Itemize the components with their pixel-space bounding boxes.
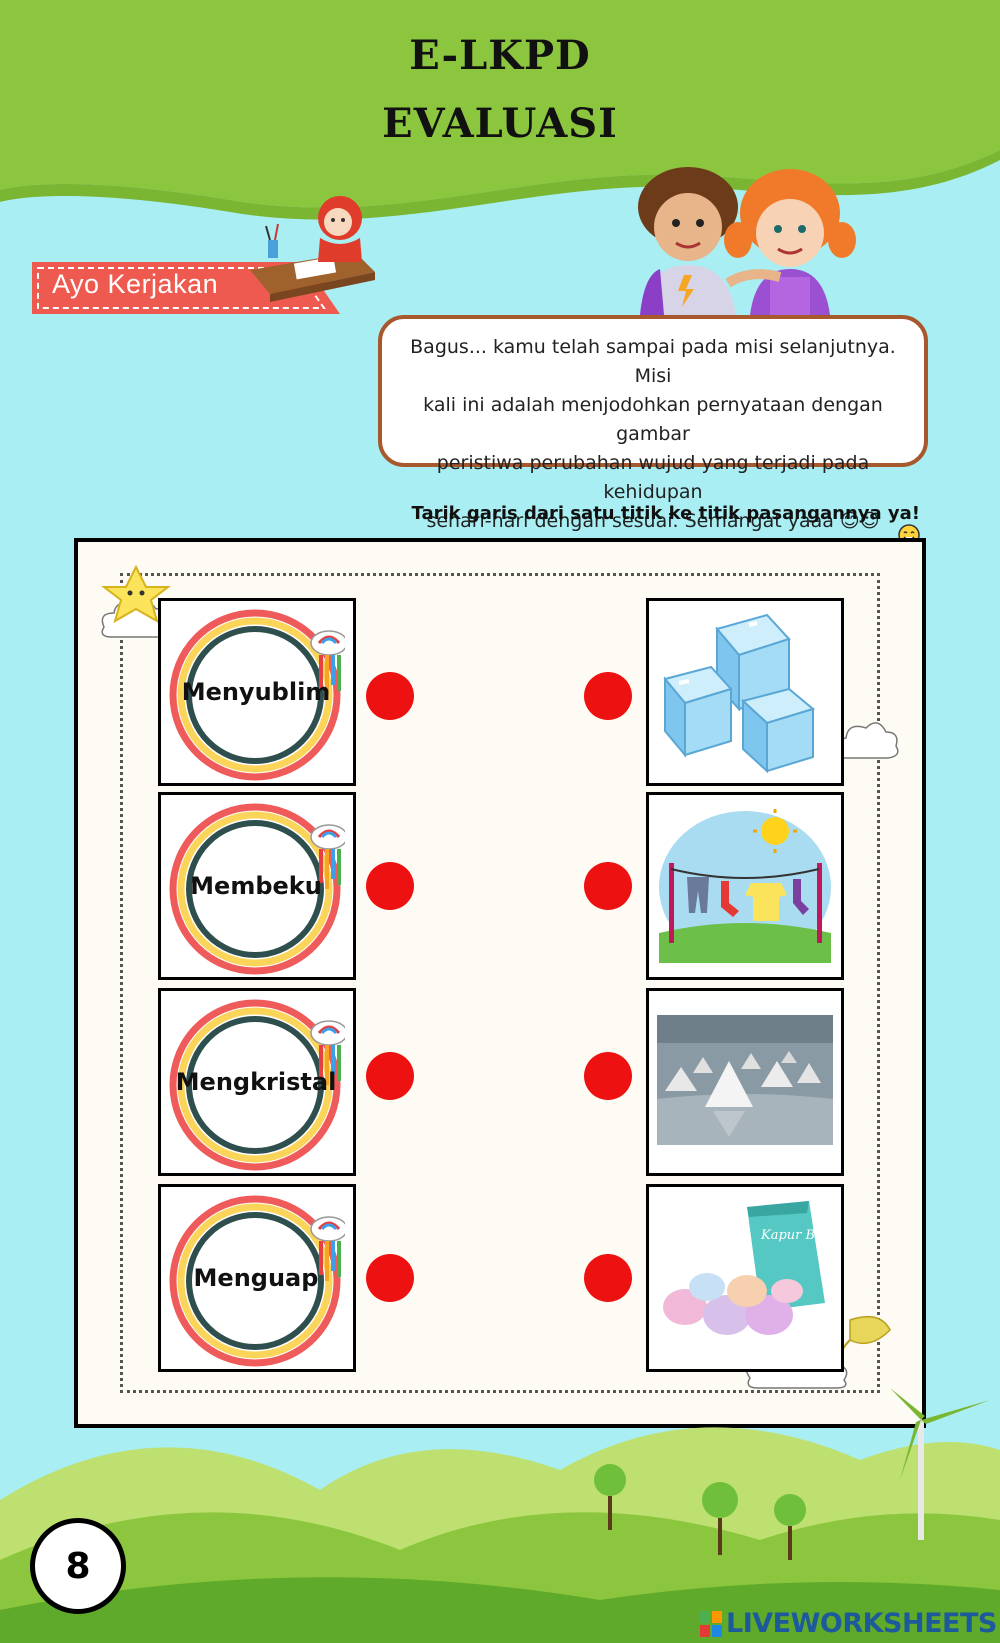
match-dot-left-2[interactable] bbox=[366, 862, 414, 910]
kids-illustration-icon bbox=[638, 167, 856, 315]
bubble-line-4: sehari-hari dengan sesuai. Semangat yaaa… bbox=[426, 510, 880, 532]
bubble-line-2: kali ini adalah menjodohkan pernyataan d… bbox=[423, 394, 883, 445]
cloud-icon bbox=[836, 722, 899, 759]
image-card-1 bbox=[646, 598, 844, 786]
statement-label: Mengkristal bbox=[175, 1068, 337, 1096]
hills-landscape bbox=[0, 1388, 1000, 1643]
liveworksheets-logo[interactable]: LIVEWORKSHEETS bbox=[700, 1608, 997, 1639]
page-number: 8 bbox=[30, 1518, 126, 1614]
match-dot-right-1[interactable] bbox=[584, 672, 632, 720]
instruction-text: Tarik garis dari satu titik ke titik pas… bbox=[411, 503, 920, 524]
title-line-2: EVALUASI bbox=[382, 100, 618, 147]
statement-card-menguap: Menguap bbox=[158, 1184, 356, 1372]
clothesline-drying-image bbox=[659, 809, 831, 963]
liveworksheets-logo-icon bbox=[700, 1610, 722, 1637]
mothballs-kapur-barus-image: Kapur Barus bbox=[663, 1201, 833, 1335]
dotted-border bbox=[120, 573, 880, 1393]
image-card-4: Kapur Barus bbox=[646, 1184, 844, 1372]
match-dot-left-1[interactable] bbox=[366, 672, 414, 720]
instruction-bubble: Bagus... kamu telah sampai pada misi sel… bbox=[378, 315, 928, 532]
statement-label: Membeku bbox=[190, 872, 322, 900]
ice-cubes-image bbox=[663, 613, 816, 774]
statement-label: Menguap bbox=[193, 1264, 319, 1292]
rainbow-ring-icon bbox=[169, 1195, 345, 1367]
image-card-2 bbox=[646, 792, 844, 980]
bubble-line-1: Bagus... kamu telah sampai pada misi sel… bbox=[410, 336, 896, 387]
match-dot-left-3[interactable] bbox=[366, 1052, 414, 1100]
ayo-kerjakan-label: Ayo Kerjakan bbox=[52, 269, 219, 299]
rainbow-ring-icon bbox=[169, 999, 345, 1171]
match-dot-right-3[interactable] bbox=[584, 1052, 632, 1100]
title-line-1: E-LKPD bbox=[409, 32, 591, 79]
windmill-icon bbox=[890, 1388, 990, 1540]
statement-card-membeku: Membeku bbox=[158, 792, 356, 980]
rainbow-ring-icon bbox=[169, 609, 345, 781]
statement-label: Menyublim bbox=[181, 678, 331, 706]
match-dot-left-4[interactable] bbox=[366, 1254, 414, 1302]
match-dot-right-4[interactable] bbox=[584, 1254, 632, 1302]
image-card-3 bbox=[646, 988, 844, 1176]
salt-pans-image bbox=[657, 1015, 833, 1145]
statement-card-menyublim: Menyublim bbox=[158, 598, 356, 786]
kapur-barus-text: Kapur Barus bbox=[760, 1228, 833, 1243]
star-cloud-icon bbox=[101, 565, 174, 638]
statement-card-mengkristal: Mengkristal bbox=[158, 988, 356, 1176]
liveworksheets-text: LIVEWORKSHEETS bbox=[726, 1608, 997, 1639]
girl-drawing-icon bbox=[250, 196, 375, 302]
rainbow-ring-icon bbox=[169, 803, 345, 975]
match-dot-right-2[interactable] bbox=[584, 862, 632, 910]
bubble-line-3: peristiwa perubahan wujud yang terjadi p… bbox=[436, 452, 870, 503]
